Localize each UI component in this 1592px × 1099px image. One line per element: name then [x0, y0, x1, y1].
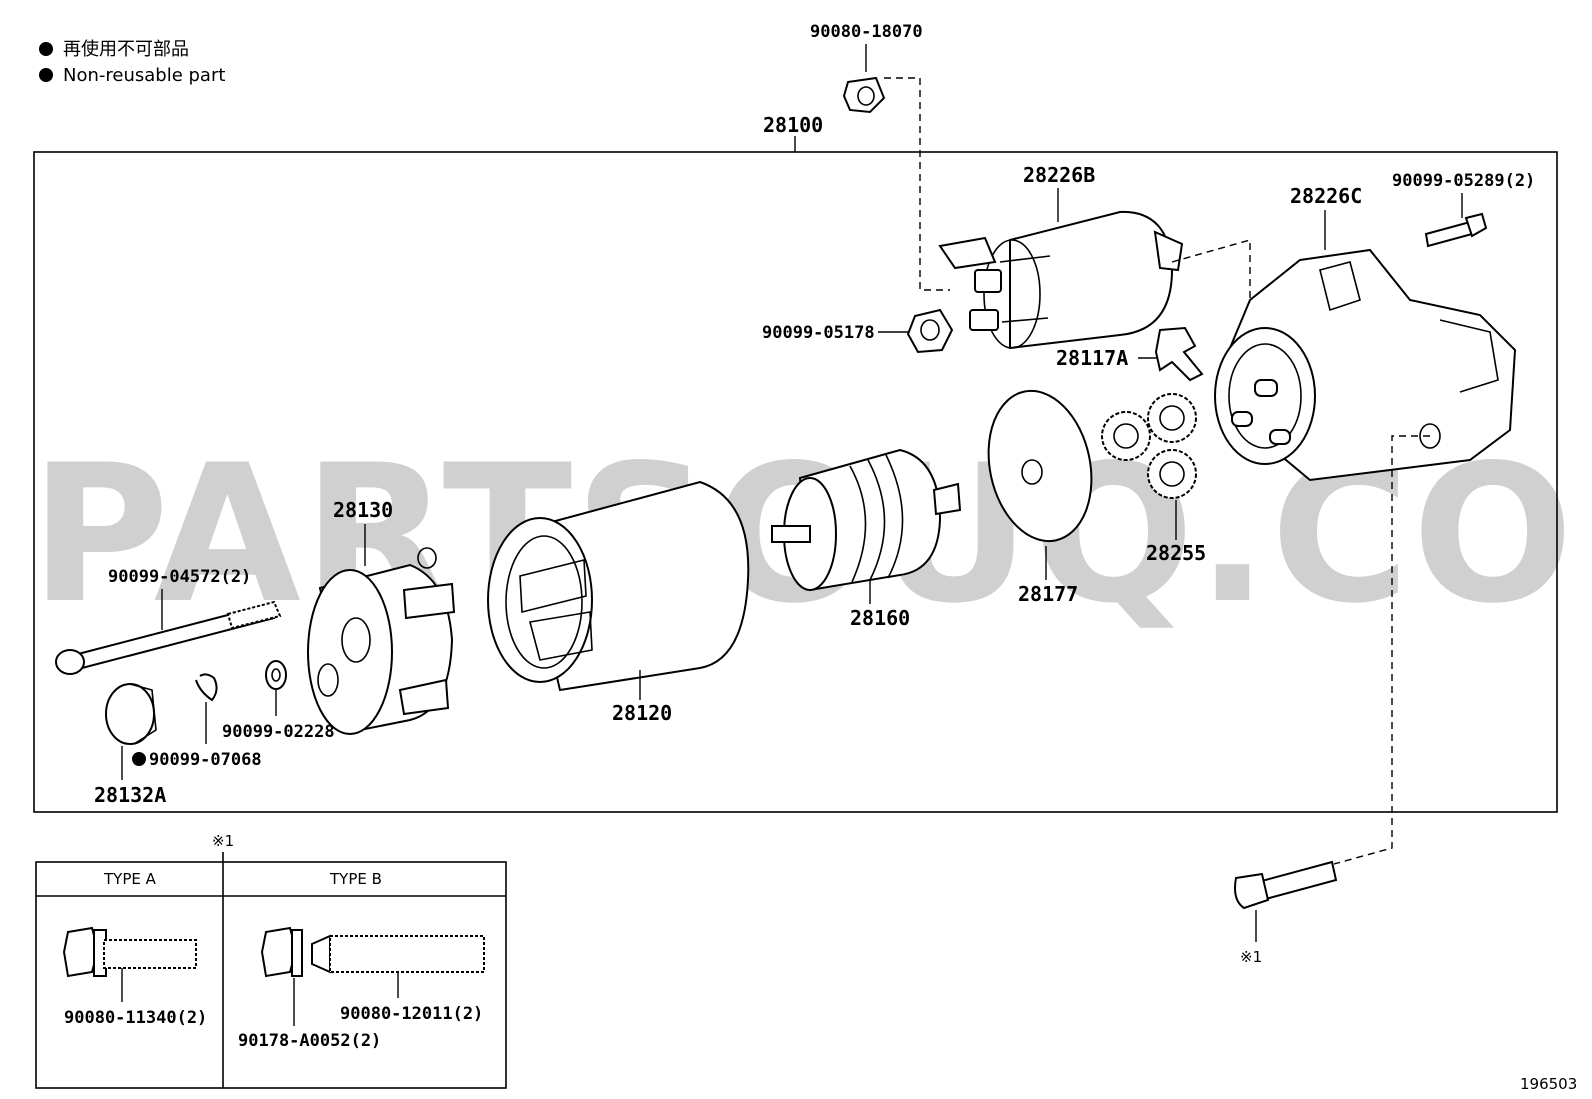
- type-b-header: TYPE B: [329, 870, 382, 888]
- label-28130: 28130: [333, 498, 393, 522]
- type-table: ※1 TYPE A TYPE B 90080-11340(2) 90178-A0…: [35, 832, 507, 1089]
- bullet-icon: [39, 42, 53, 56]
- dashed-link-top: [884, 77, 950, 291]
- nut-90080-18070: [842, 76, 886, 114]
- label-28120: 28120: [612, 701, 672, 725]
- bullet-icon: [39, 68, 53, 82]
- label-28255: 28255: [1146, 541, 1206, 565]
- through-bolt-90099-04572: [55, 600, 282, 675]
- gears-28255: [1101, 393, 1197, 499]
- legend-line-1: 再使用不可部品: [63, 39, 189, 60]
- cap-28132A: [105, 683, 157, 745]
- nut-90099-05178: [906, 308, 954, 354]
- lever-28117A: [1154, 326, 1204, 382]
- type-a-part: 90080-11340(2): [64, 1008, 207, 1028]
- label-90080-18070: 90080-18070: [810, 22, 923, 42]
- armature-28160: [771, 448, 962, 592]
- label-28117A: 28117A: [1056, 346, 1128, 370]
- label-90099-05289: 90099-05289(2): [1392, 171, 1535, 191]
- yoke-28120: [487, 480, 750, 692]
- type-b-stud: [311, 934, 485, 974]
- non-reusable-bullet-icon: [132, 752, 146, 766]
- label-90099-05178: 90099-05178: [762, 323, 875, 343]
- washer-90099-02228: [265, 660, 287, 690]
- label-28132A: 28132A: [94, 783, 166, 807]
- label-90099-07068: 90099-07068: [149, 750, 262, 770]
- label-ref1-bolt: ※1: [1240, 948, 1262, 966]
- legend: 再使用不可部品 Non-reusable part: [39, 39, 225, 86]
- label-28100: 28100: [763, 113, 823, 137]
- dashed-link-solenoid: [1171, 239, 1251, 320]
- figure-number: 196503: [1520, 1075, 1577, 1093]
- end-frame-28130: [307, 547, 456, 735]
- type-a-bolt: [62, 926, 197, 978]
- label-28177: 28177: [1018, 582, 1078, 606]
- type-a-header: TYPE A: [103, 870, 157, 888]
- label-28160: 28160: [850, 606, 910, 630]
- legend-line-2: Non-reusable part: [63, 65, 225, 86]
- clip-90099-07068: [195, 673, 218, 702]
- housing-28226C: [1214, 248, 1517, 482]
- type-b-nut: [260, 926, 303, 978]
- label-90099-04572: 90099-04572(2): [108, 567, 251, 587]
- solenoid-28226B: [938, 210, 1184, 350]
- label-28226B: 28226B: [1023, 163, 1095, 187]
- dashed-link-mounting: [1333, 435, 1430, 865]
- label-ref1-table: ※1: [212, 832, 234, 850]
- label-28226C: 28226C: [1290, 184, 1362, 208]
- mounting-bolt-ref1: [1234, 860, 1338, 910]
- bolt-90099-05289: [1424, 212, 1488, 248]
- type-b-part-2: 90080-12011(2): [340, 1004, 483, 1024]
- plate-28177: [987, 389, 1093, 543]
- label-90099-02228: 90099-02228: [222, 722, 335, 742]
- type-b-part-1: 90178-A0052(2): [238, 1031, 381, 1051]
